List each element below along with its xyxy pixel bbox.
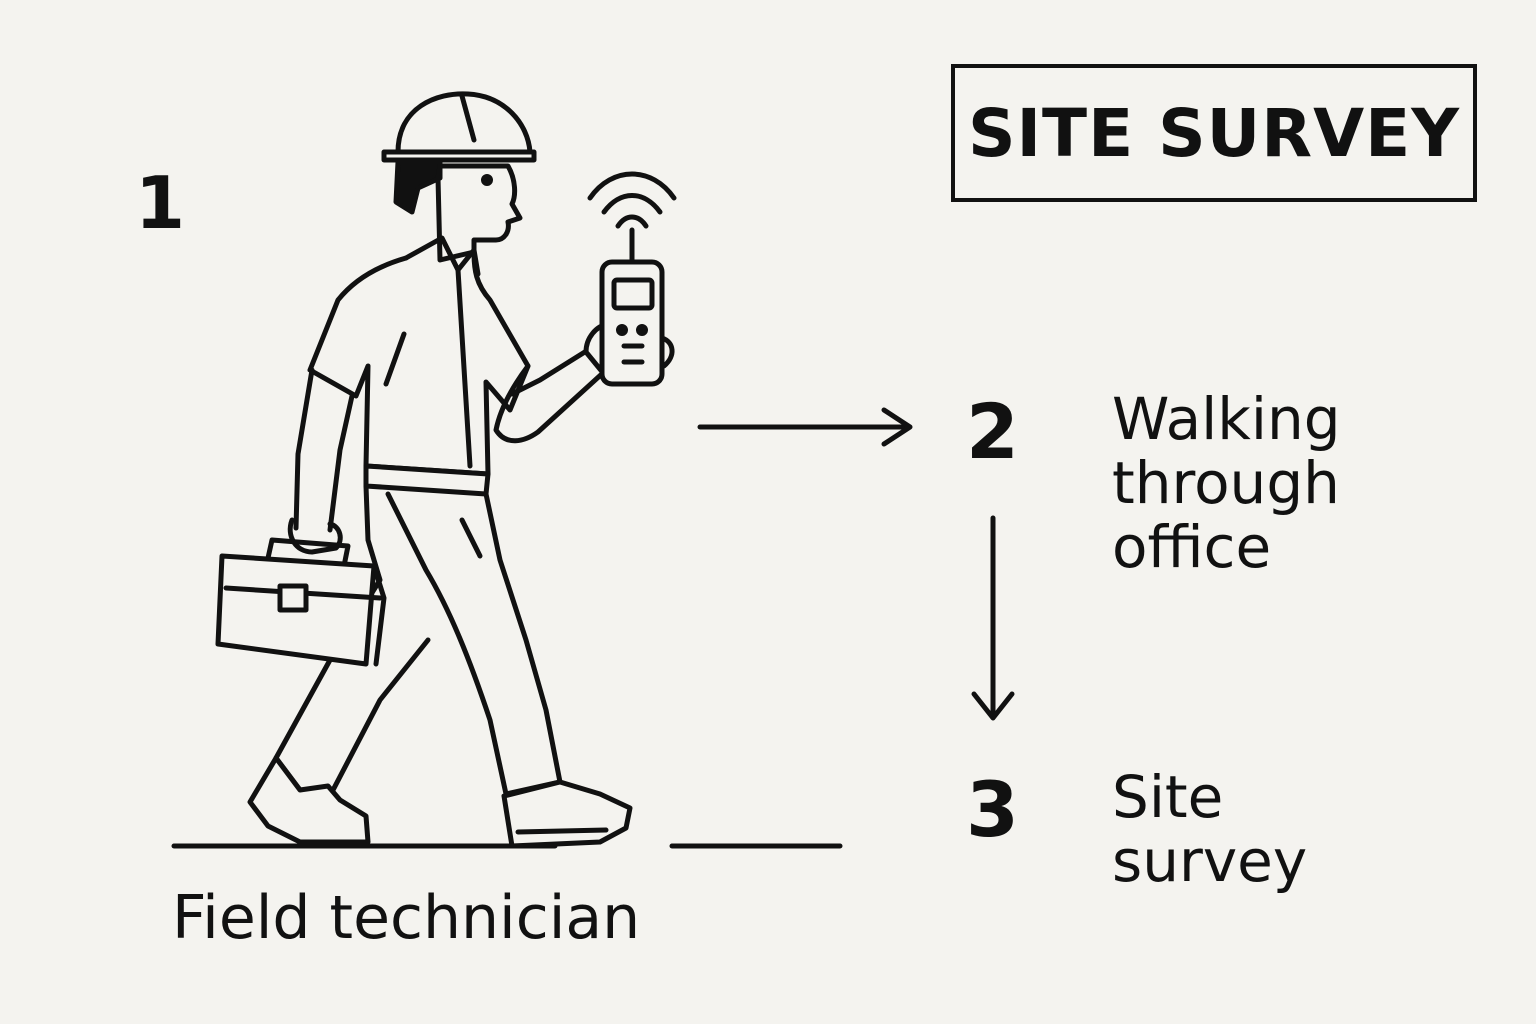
title-box: SITE SURVEY <box>951 64 1477 202</box>
front-shoe <box>501 779 633 849</box>
hard-hat-icon <box>381 91 537 163</box>
back-hand <box>287 517 343 555</box>
belt <box>363 463 491 497</box>
step-label-1: Field technician <box>172 883 641 953</box>
back-shoe <box>247 755 371 845</box>
step-number-2: 2 <box>966 387 1019 476</box>
step-number-1: 1 <box>135 161 186 245</box>
face <box>435 163 523 263</box>
arrow-down-icon <box>971 515 1015 721</box>
technician-figure <box>247 91 633 849</box>
arrow-right-icon <box>697 407 913 447</box>
front-arm <box>493 347 607 444</box>
front-leg <box>385 491 563 797</box>
signal-meter-icon <box>599 227 675 387</box>
shirt <box>307 249 531 477</box>
back-arm <box>293 367 355 533</box>
step-label-2: Walking through office <box>1112 385 1341 581</box>
toolbox-icon <box>215 537 387 667</box>
step-label-3: Site survey <box>1112 763 1308 895</box>
page-title: SITE SURVEY <box>967 94 1461 172</box>
step-number-3: 3 <box>966 765 1019 854</box>
wifi-signal-icon <box>587 171 677 229</box>
hair <box>393 159 443 215</box>
eye <box>481 174 493 186</box>
